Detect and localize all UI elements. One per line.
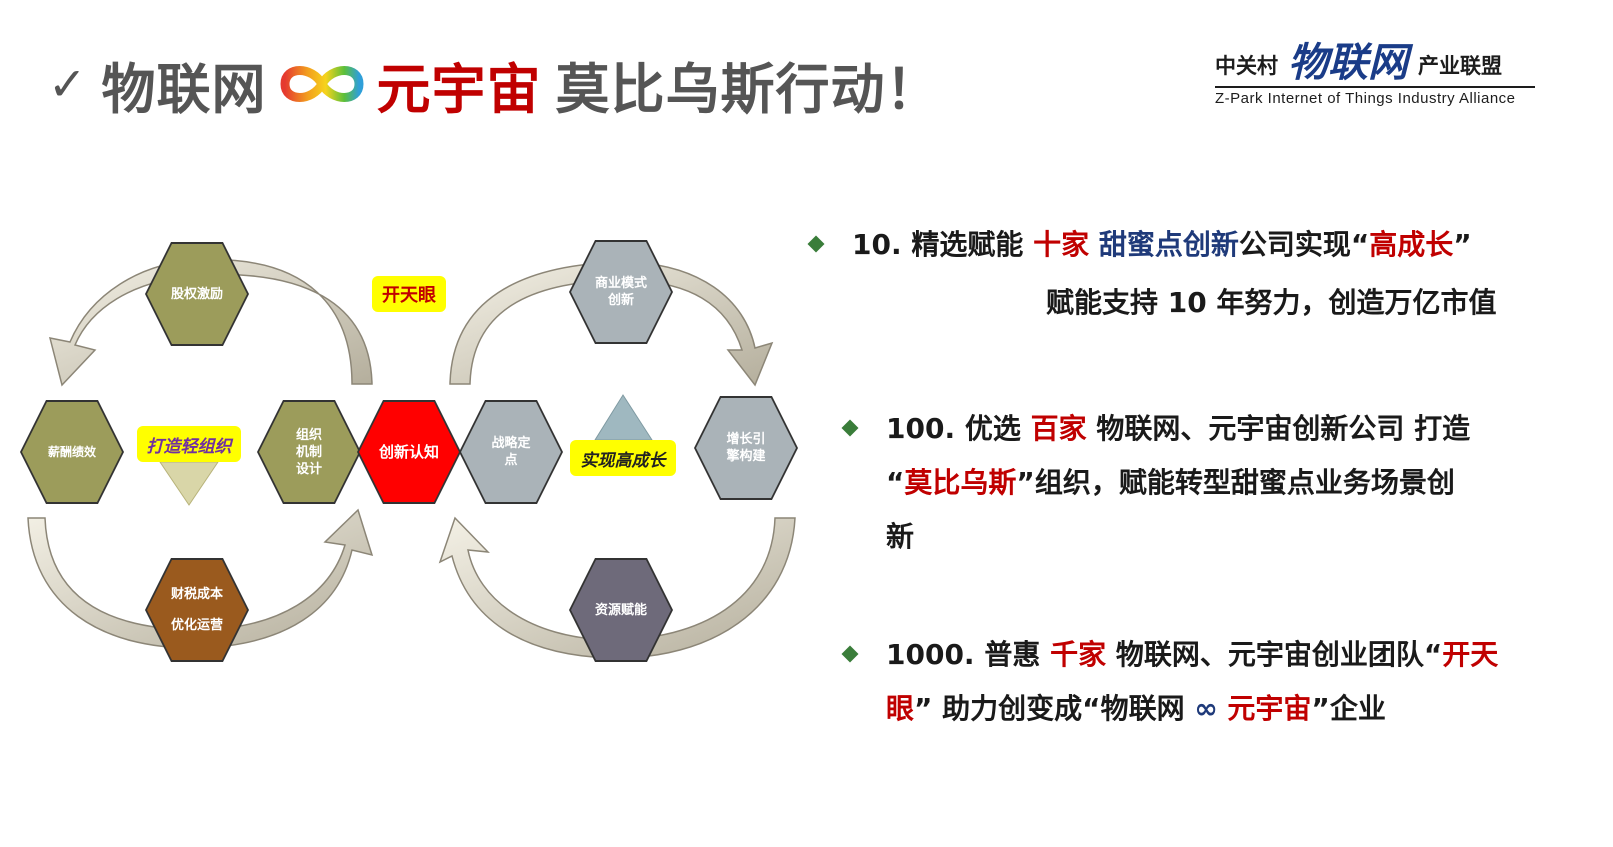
logo-zgc: 中关村: [1215, 53, 1278, 78]
arrow-right-top: [449, 261, 774, 387]
infinity-symbol: ∞: [1194, 692, 1218, 725]
diamond-bullet-icon: [841, 419, 859, 437]
hex-business-model: 商业模式 创新: [571, 242, 671, 342]
alliance-logo: 中关村 物联网 产业联盟 Z-Park Internet of Things I…: [1215, 40, 1555, 112]
logo-alliance: 产业联盟: [1418, 53, 1502, 78]
title-mobius: 莫比乌斯行动！: [555, 57, 941, 121]
diamond-bullet-icon: [841, 645, 859, 663]
hex-resource-empower: 资源赋能: [571, 560, 671, 660]
mobius-diagram: 股权激励 薪酬绩效 组织 机制 设计 财税成本 优化运营 创新认知 战略定 点 …: [0, 200, 820, 700]
hex-growth-engine: 增长引 擎构建: [696, 398, 796, 498]
logo-english: Z-Park Internet of Things Industry Allia…: [1215, 86, 1535, 107]
page-title: ✓ 物联网 元宇宙 莫比乌斯行动！: [48, 48, 941, 121]
title-metaverse: 元宇宙: [376, 57, 542, 121]
bullet-ten: 10. 精选赋能 十家 甜蜜点创新公司实现“高成长”: [807, 218, 1472, 272]
bullet-ten-line2: 赋能支持 10 年努力，创造万亿市值: [1046, 286, 1497, 319]
title-iot: 物联网: [101, 57, 267, 121]
hex-finance-line2: 优化运营: [170, 618, 223, 633]
bullet-hundred: 100. 优选 百家 物联网、元宇宙创新公司 打造: [841, 402, 1470, 456]
infinity-icon: [280, 66, 364, 102]
bullet-thousand: 1000. 普惠 千家 物联网、元宇宙创业团队“开天: [841, 628, 1498, 682]
tag-open-eye: 开天眼: [372, 276, 446, 312]
bullet-thousand-line2: 眼” 助力创变成“物联网 ∞ 元宇宙”企业: [886, 692, 1386, 725]
arrow-right-bottom: [438, 516, 796, 659]
tag-high-growth: 实现高成长: [570, 440, 676, 476]
arrow-left-bottom: [27, 508, 374, 649]
check-icon: ✓: [48, 57, 88, 111]
hex-equity-incentive: 股权激励: [147, 244, 247, 344]
bullet-hundred-line3: 新: [886, 520, 915, 553]
bullet-hundred-line2: “莫比乌斯”组织，赋能转型甜蜜点业务场景创: [886, 466, 1455, 499]
hex-finance-tax: 财税成本 优化运营: [147, 560, 247, 660]
curved-arrows: [27, 259, 796, 659]
arrow-left-top: [48, 259, 373, 387]
tag-light-org: 打造轻组织: [137, 426, 241, 462]
hex-finance-line1: 财税成本: [170, 587, 223, 602]
logo-iot: 物联网: [1288, 39, 1408, 86]
triangle-left: [159, 461, 219, 506]
triangle-right: [594, 394, 653, 441]
